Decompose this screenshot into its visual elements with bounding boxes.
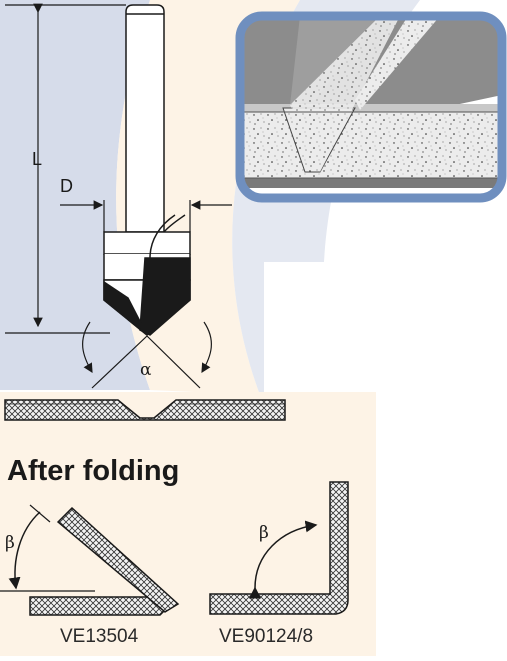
alpha-angle-label: α [140, 360, 152, 380]
folded-panel-ve90124 [209, 481, 349, 615]
beta-angle-label-1: β [5, 533, 15, 553]
length-label: L [32, 149, 43, 169]
router-bit [103, 4, 191, 336]
beta-angle-label-2: β [259, 523, 269, 543]
section-title: After folding [7, 455, 180, 487]
diameter-label: D [60, 176, 73, 196]
dimension-lines [5, 3, 232, 389]
groove-inset-panel [235, 11, 507, 203]
grooved-panel [4, 399, 286, 421]
caption-ve13504: VE13504 [60, 626, 139, 647]
folded-panel-ve13504 [0, 504, 180, 616]
caption-ve90124: VE90124/8 [219, 626, 314, 647]
